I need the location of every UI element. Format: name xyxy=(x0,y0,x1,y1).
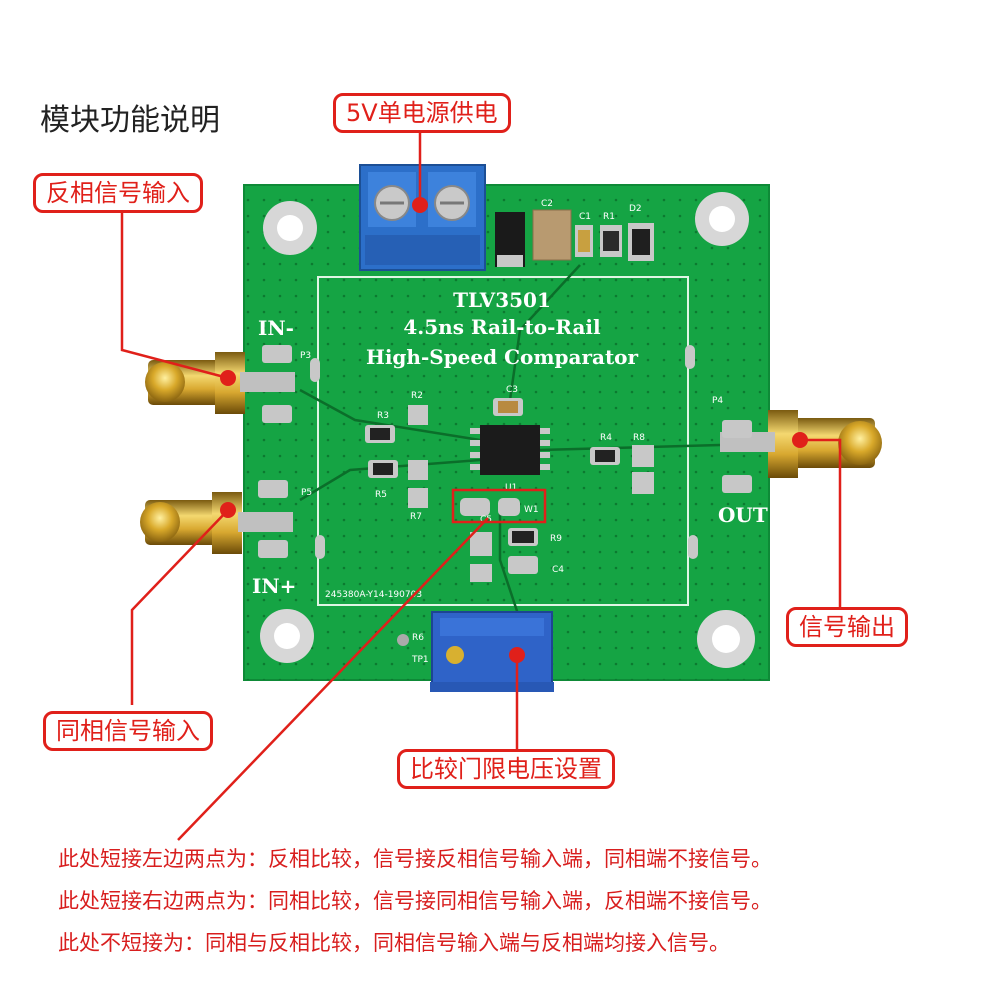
designator-d2: D2 xyxy=(629,204,642,214)
callout-signal-output: 信号输出 xyxy=(786,607,908,647)
designator-r3: R3 xyxy=(377,411,389,421)
top-components xyxy=(495,209,654,267)
designator-c1: C1 xyxy=(579,212,591,222)
pcb-chip-name: TLV3501 xyxy=(453,288,551,312)
designator-r: R6 xyxy=(412,633,424,643)
page-heading: 模块功能说明 xyxy=(40,103,220,138)
power-terminal-block xyxy=(359,164,486,271)
designator-p5: P5 xyxy=(301,488,312,498)
note-line-2: 此处短接右边两点为：同相比较，信号接同相信号输入端，反相端不接信号。 xyxy=(58,889,772,913)
designator-r1: R1 xyxy=(603,212,615,222)
pcb-line3: High-Speed Comparator xyxy=(366,345,639,369)
designator-p3: P3 xyxy=(300,351,311,361)
label-in-minus: IN- xyxy=(258,316,294,340)
potentiometer-icon xyxy=(397,611,554,692)
callout-threshold: 比较门限电压设置 xyxy=(397,749,615,789)
designator-r9: R9 xyxy=(550,534,562,544)
designator-c2: C2 xyxy=(541,199,553,209)
designator-u1: U1 xyxy=(505,483,517,493)
designator-r8: R8 xyxy=(633,433,645,443)
designator-tp1: TP1 xyxy=(411,655,429,665)
label-out: OUT xyxy=(718,503,768,527)
label-in-plus: IN+ xyxy=(252,574,296,598)
annotation-lines xyxy=(120,130,842,841)
designator-w1: W1 xyxy=(524,505,539,515)
pcb-serial: 245380A-Y14-190703 xyxy=(325,590,422,600)
mounting-hole-icon xyxy=(260,192,755,668)
designator-c4: C4 xyxy=(552,565,564,575)
designator-c3: C3 xyxy=(506,385,518,395)
center-components xyxy=(310,345,698,582)
designator-r7: R7 xyxy=(410,512,422,522)
annotation-dot-icon xyxy=(220,197,808,663)
callout-inverting-input: 反相信号输入 xyxy=(33,173,203,213)
pcb-line2: 4.5ns Rail-to-Rail xyxy=(403,315,601,339)
callout-noninverting-input: 同相信号输入 xyxy=(43,711,213,751)
designator-r5: R5 xyxy=(375,490,387,500)
pcb-traces xyxy=(299,264,721,621)
designator-r4: R4 xyxy=(600,433,612,443)
note-line-1: 此处短接左边两点为：反相比较，信号接反相信号输入端，同相端不接信号。 xyxy=(58,847,772,871)
sma-connector-in-minus xyxy=(145,352,295,414)
designator-p4: P4 xyxy=(712,396,723,406)
header-pads xyxy=(258,345,752,558)
callout-power: 5V单电源供电 xyxy=(333,93,511,133)
notes: 此处短接左边两点为：反相比较，信号接反相信号输入端，同相端不接信号。 此处短接右… xyxy=(58,838,958,964)
sma-connector-out xyxy=(720,410,882,478)
designator-r2: R2 xyxy=(411,391,423,401)
note-line-3: 此处不短接为：同相与反相比较，同相信号输入端与反相端均接入信号。 xyxy=(58,931,730,955)
